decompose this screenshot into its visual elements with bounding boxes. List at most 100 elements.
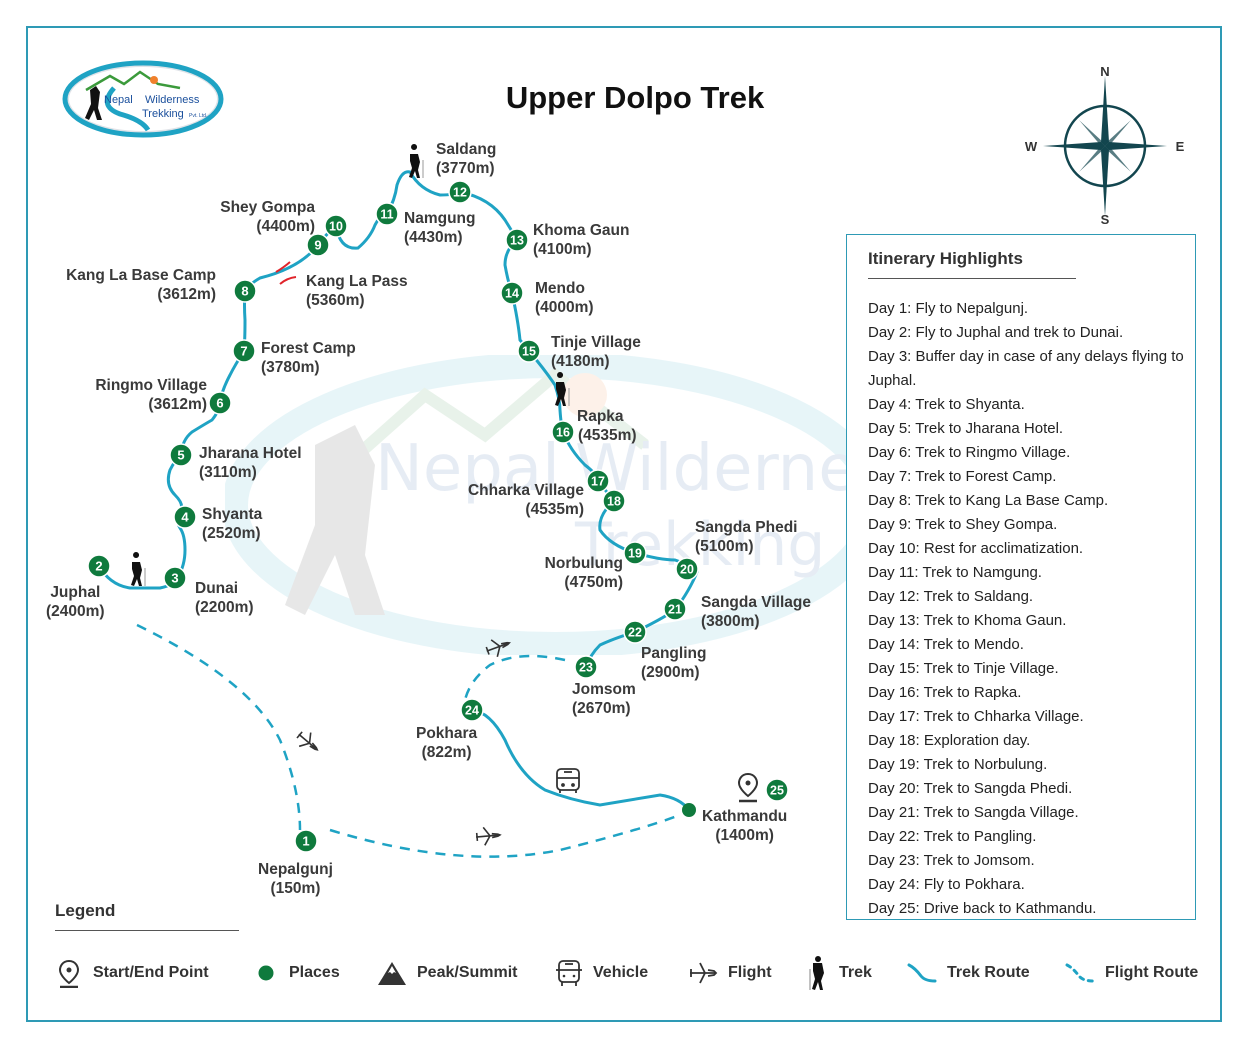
- itinerary-day: Day 1: Fly to Nepalgunj.: [868, 300, 1029, 317]
- marker-number: 4: [181, 510, 189, 525]
- itinerary-day: Day 3: Buffer day in case of any delays …: [868, 348, 1184, 389]
- trek-route-icon: [907, 963, 937, 983]
- marker-circle: [663, 597, 687, 621]
- itinerary-day: Day 5: Trek to Jharana Hotel.: [868, 420, 1064, 437]
- trek-route-main: [97, 170, 699, 669]
- legend-title: Legend: [55, 901, 116, 920]
- place-marker-18: 18: [602, 489, 626, 513]
- marker-number: 18: [607, 495, 621, 509]
- marker-number: 12: [453, 186, 467, 200]
- logo-text-suffix: Pvt. Ltd.: [189, 113, 207, 119]
- marker-circle: [448, 180, 472, 204]
- trekker-icon-rapka: [555, 372, 570, 406]
- place-marker-1: 1: [294, 829, 318, 853]
- place-marker-5: 5: [169, 443, 193, 467]
- compass-rose: N S W E: [1015, 58, 1195, 233]
- label-saldang: Saldang(3770m): [436, 141, 497, 177]
- plane-icon-2: [485, 639, 511, 658]
- marker-number: 9: [314, 238, 321, 253]
- logo-text-nepal: Nepal: [104, 94, 133, 106]
- pass-marker-icon: [275, 261, 291, 273]
- marker-circle: [574, 655, 598, 679]
- map-frame: [26, 26, 1222, 1022]
- itinerary-day: Day 2: Fly to Juphal and trek to Dunai.: [868, 324, 1124, 341]
- legend-item-start-end: Start/End Point: [55, 955, 209, 991]
- itinerary-day: Day 6: Trek to Ringmo Village.: [868, 444, 1071, 461]
- marker-number: 13: [510, 234, 524, 248]
- label-jharana-hotel: Jharana Hotel(3110m): [199, 445, 302, 481]
- legend-item-peak: Peak/Summit: [377, 955, 517, 991]
- map-pin-icon: [58, 959, 80, 988]
- legend-label: Trek: [839, 964, 872, 981]
- marker-number: 10: [329, 220, 343, 234]
- label-chharka-village: Chharka Village(4535m): [467, 482, 584, 518]
- svg-text:Wilderness: Wilderness: [575, 432, 885, 506]
- marker-circle: [623, 620, 647, 644]
- trekker-icon: [809, 956, 824, 990]
- itinerary-day: Day 16: Trek to Rapka.: [868, 684, 1022, 701]
- itinerary-divider: [868, 278, 1076, 279]
- place-marker-15: 15: [517, 339, 541, 363]
- legend-item-trek-route: Trek Route: [907, 955, 1030, 991]
- label-mendo: Mendo(4000m): [535, 280, 594, 316]
- label-rapka-name: Rapka: [577, 408, 624, 425]
- label-shyanta: Shyanta(2520m): [202, 506, 263, 542]
- flight-route-jomsom-pokhara: [463, 654, 566, 701]
- label-kathmandu: Kathmandu(1400m): [702, 808, 788, 844]
- marker-number: 15: [522, 345, 536, 359]
- marker-number: 7: [240, 344, 247, 359]
- marker-circle: [460, 698, 484, 722]
- marker-circle: [306, 233, 330, 257]
- peak-icon: [378, 962, 406, 985]
- place-marker-25: 25: [765, 778, 789, 802]
- legend-label: Start/End Point: [93, 964, 209, 981]
- kathmandu-dot: [682, 803, 696, 817]
- marker-number: 11: [380, 208, 393, 222]
- marker-circle: [163, 566, 187, 590]
- marker-number: 16: [556, 426, 570, 440]
- page-title: Upper Dolpo Trek: [505, 80, 765, 115]
- legend-item-trek: Trek: [805, 955, 872, 991]
- itinerary-day: Day 10: Rest for acclimatization.: [868, 540, 1084, 557]
- marker-circle: [517, 339, 541, 363]
- marker-circle: [232, 339, 256, 363]
- itinerary-list: Day 1: Fly to Nepalgunj. Day 2: Fly to Ju…: [868, 297, 1188, 921]
- marker-number: 21: [668, 603, 682, 617]
- marker-circle: [675, 557, 699, 581]
- label-forest-camp: Forest Camp(3780m): [261, 340, 356, 376]
- itinerary-title: Itinerary Highlights: [868, 249, 1023, 268]
- label-nepalgunj: Nepalgunj(150m): [258, 861, 333, 897]
- flight-route-nepalgunj-kathmandu: [329, 813, 681, 858]
- logo-text-wilderness: Wilderness: [145, 94, 200, 106]
- marker-circle: [233, 279, 257, 303]
- flight-route-juphal-nepalgunj: [136, 623, 302, 831]
- label-pokhara: Pokhara(822m): [416, 725, 478, 761]
- place-marker-19: 19: [623, 541, 647, 565]
- marker-circle: [208, 391, 232, 415]
- label-namgung: Namgung(4430m): [404, 210, 476, 246]
- marker-number: 22: [628, 626, 642, 640]
- itinerary-panel: Itinerary Highlights Day 1: Fly to Nepal…: [846, 234, 1196, 920]
- legend-divider: [55, 930, 239, 931]
- marker-circle: [765, 778, 789, 802]
- label-sangda-phedi: Sangda Phedi(5100m): [695, 519, 798, 555]
- place-marker-8: 8: [233, 279, 257, 303]
- place-marker-23: 23: [574, 655, 598, 679]
- label-norbulung: Norbulung(4750m): [544, 555, 623, 591]
- place-marker-6: 6: [208, 391, 232, 415]
- trek-route-drive: [470, 708, 691, 812]
- plane-icon: [690, 962, 718, 984]
- place-marker-24: 24: [460, 698, 484, 722]
- legend: Start/End Point Places Peak/Summit Vehic…: [55, 955, 1205, 991]
- label-tinje-village: Tinje Village(4180m): [551, 334, 641, 370]
- marker-circle: [173, 505, 197, 529]
- itinerary-day: Day 23: Trek to Jomsom.: [868, 852, 1035, 869]
- itinerary-day: Day 24: Fly to Pokhara.: [868, 876, 1025, 893]
- legend-item-flight-route: Flight Route: [1065, 955, 1198, 991]
- marker-circle: [87, 554, 111, 578]
- itinerary-day: Day 4: Trek to Shyanta.: [868, 396, 1025, 413]
- place-marker-22: 22: [623, 620, 647, 644]
- legend-item-places: Places: [255, 955, 340, 991]
- place-marker-12: 12: [448, 180, 472, 204]
